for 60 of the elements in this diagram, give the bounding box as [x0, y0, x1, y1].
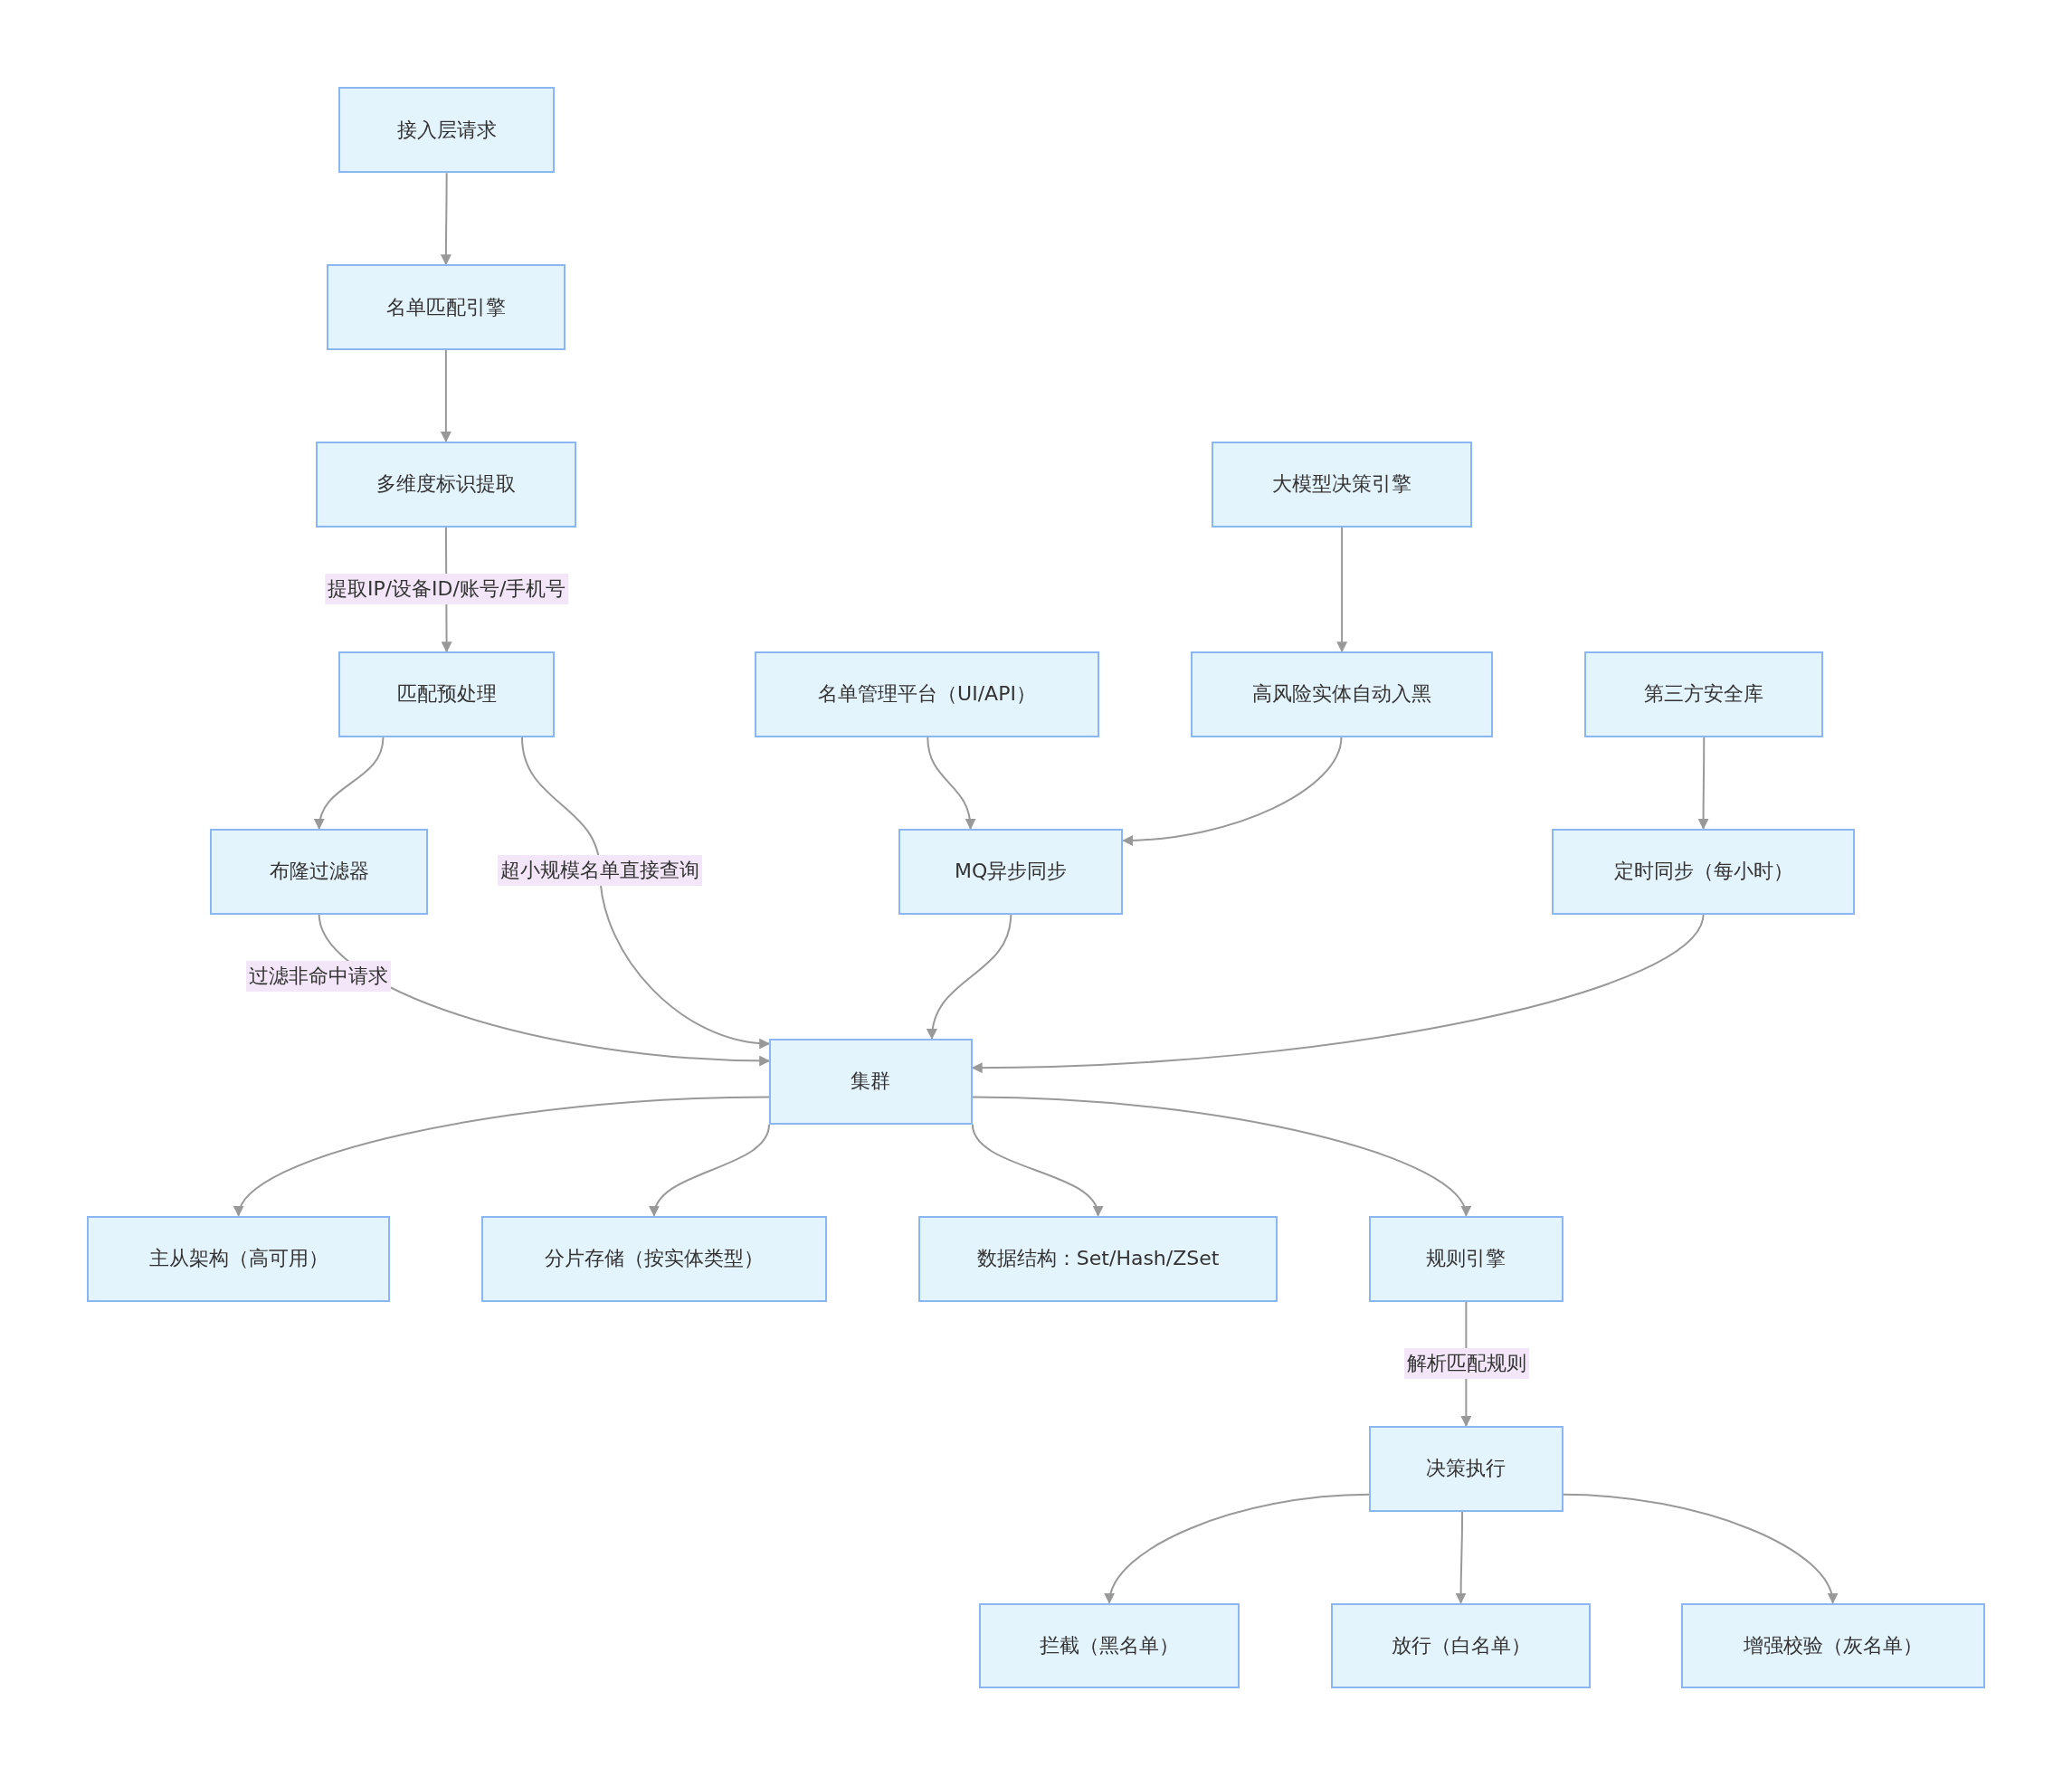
node-label: 接入层请求: [396, 117, 497, 143]
node-label: 名单匹配引擎: [385, 294, 506, 320]
process-box: [1584, 651, 1824, 737]
process-box: [1369, 1215, 1564, 1302]
node-label: 高风险实体自动入黑: [1252, 681, 1432, 708]
arrow: [927, 736, 975, 830]
node-label: 规则引擎: [1426, 1246, 1506, 1272]
node-label: 匹配预处理: [396, 681, 497, 708]
process-box: [316, 441, 576, 527]
arrow: [927, 913, 1012, 1041]
node-label: 分片存储（按实体类型）: [544, 1246, 764, 1272]
node-label: 主从架构（高可用）: [148, 1246, 328, 1272]
process-box: [337, 651, 556, 737]
edge-label: 提取IP/设备ID/账号/手机号: [324, 574, 569, 605]
node-label: 增强校验（灰名单）: [1743, 1633, 1923, 1658]
process-box: [754, 651, 1100, 737]
process-box: [1330, 1602, 1592, 1689]
arrow: [1336, 526, 1348, 653]
process-box: [337, 87, 556, 174]
node-label: 第三方安全库: [1644, 681, 1764, 708]
node-label: 定时同步（每小时）: [1613, 859, 1793, 885]
process-box: [1212, 441, 1472, 527]
node-label: 多维度标识提取: [375, 471, 516, 498]
process-box: [918, 1215, 1278, 1302]
process-box: [1680, 1602, 1985, 1689]
process-box: [326, 264, 566, 350]
node-label: 大模型决策引擎: [1272, 471, 1412, 498]
process-box: [979, 1602, 1240, 1689]
arrow: [440, 349, 451, 442]
node-label: 名单管理平台（UI/API）: [818, 681, 1036, 708]
process-box: [210, 828, 429, 915]
process-box: [898, 828, 1124, 915]
node-label: 拦截（黑名单）: [1040, 1633, 1180, 1658]
node-label: 放行（白名单）: [1391, 1633, 1531, 1658]
process-box: [1369, 1425, 1564, 1512]
arrow: [315, 736, 385, 830]
process-box: [480, 1215, 828, 1302]
arrow: [1562, 1493, 1837, 1604]
node-label: 集群: [851, 1069, 891, 1095]
arrow: [440, 172, 451, 266]
arrow: [1455, 1510, 1467, 1604]
edge-label: 解析匹配规则: [1404, 1348, 1530, 1380]
process-box: [87, 1215, 390, 1302]
node-label: 布隆过滤器: [269, 859, 369, 885]
arrow: [236, 1096, 770, 1217]
node-label: MQ异步同步: [955, 859, 1068, 885]
process-box: [1551, 828, 1856, 915]
arrow: [1697, 736, 1709, 830]
edge-label: 过滤非命中请求: [245, 961, 391, 993]
process-box: [769, 1038, 973, 1125]
edge-label: 超小规模名单直接查询: [498, 855, 703, 887]
node-label: 决策执行: [1426, 1456, 1506, 1482]
arrow: [1122, 736, 1343, 846]
process-box: [1190, 651, 1494, 737]
arrow: [1106, 1493, 1371, 1604]
node-label: 数据结构：Set/Hash/ZSet: [976, 1246, 1220, 1272]
arrow: [971, 1123, 1101, 1217]
arrow: [651, 1123, 770, 1217]
arrow: [971, 913, 1705, 1073]
arrow: [971, 1096, 1468, 1217]
